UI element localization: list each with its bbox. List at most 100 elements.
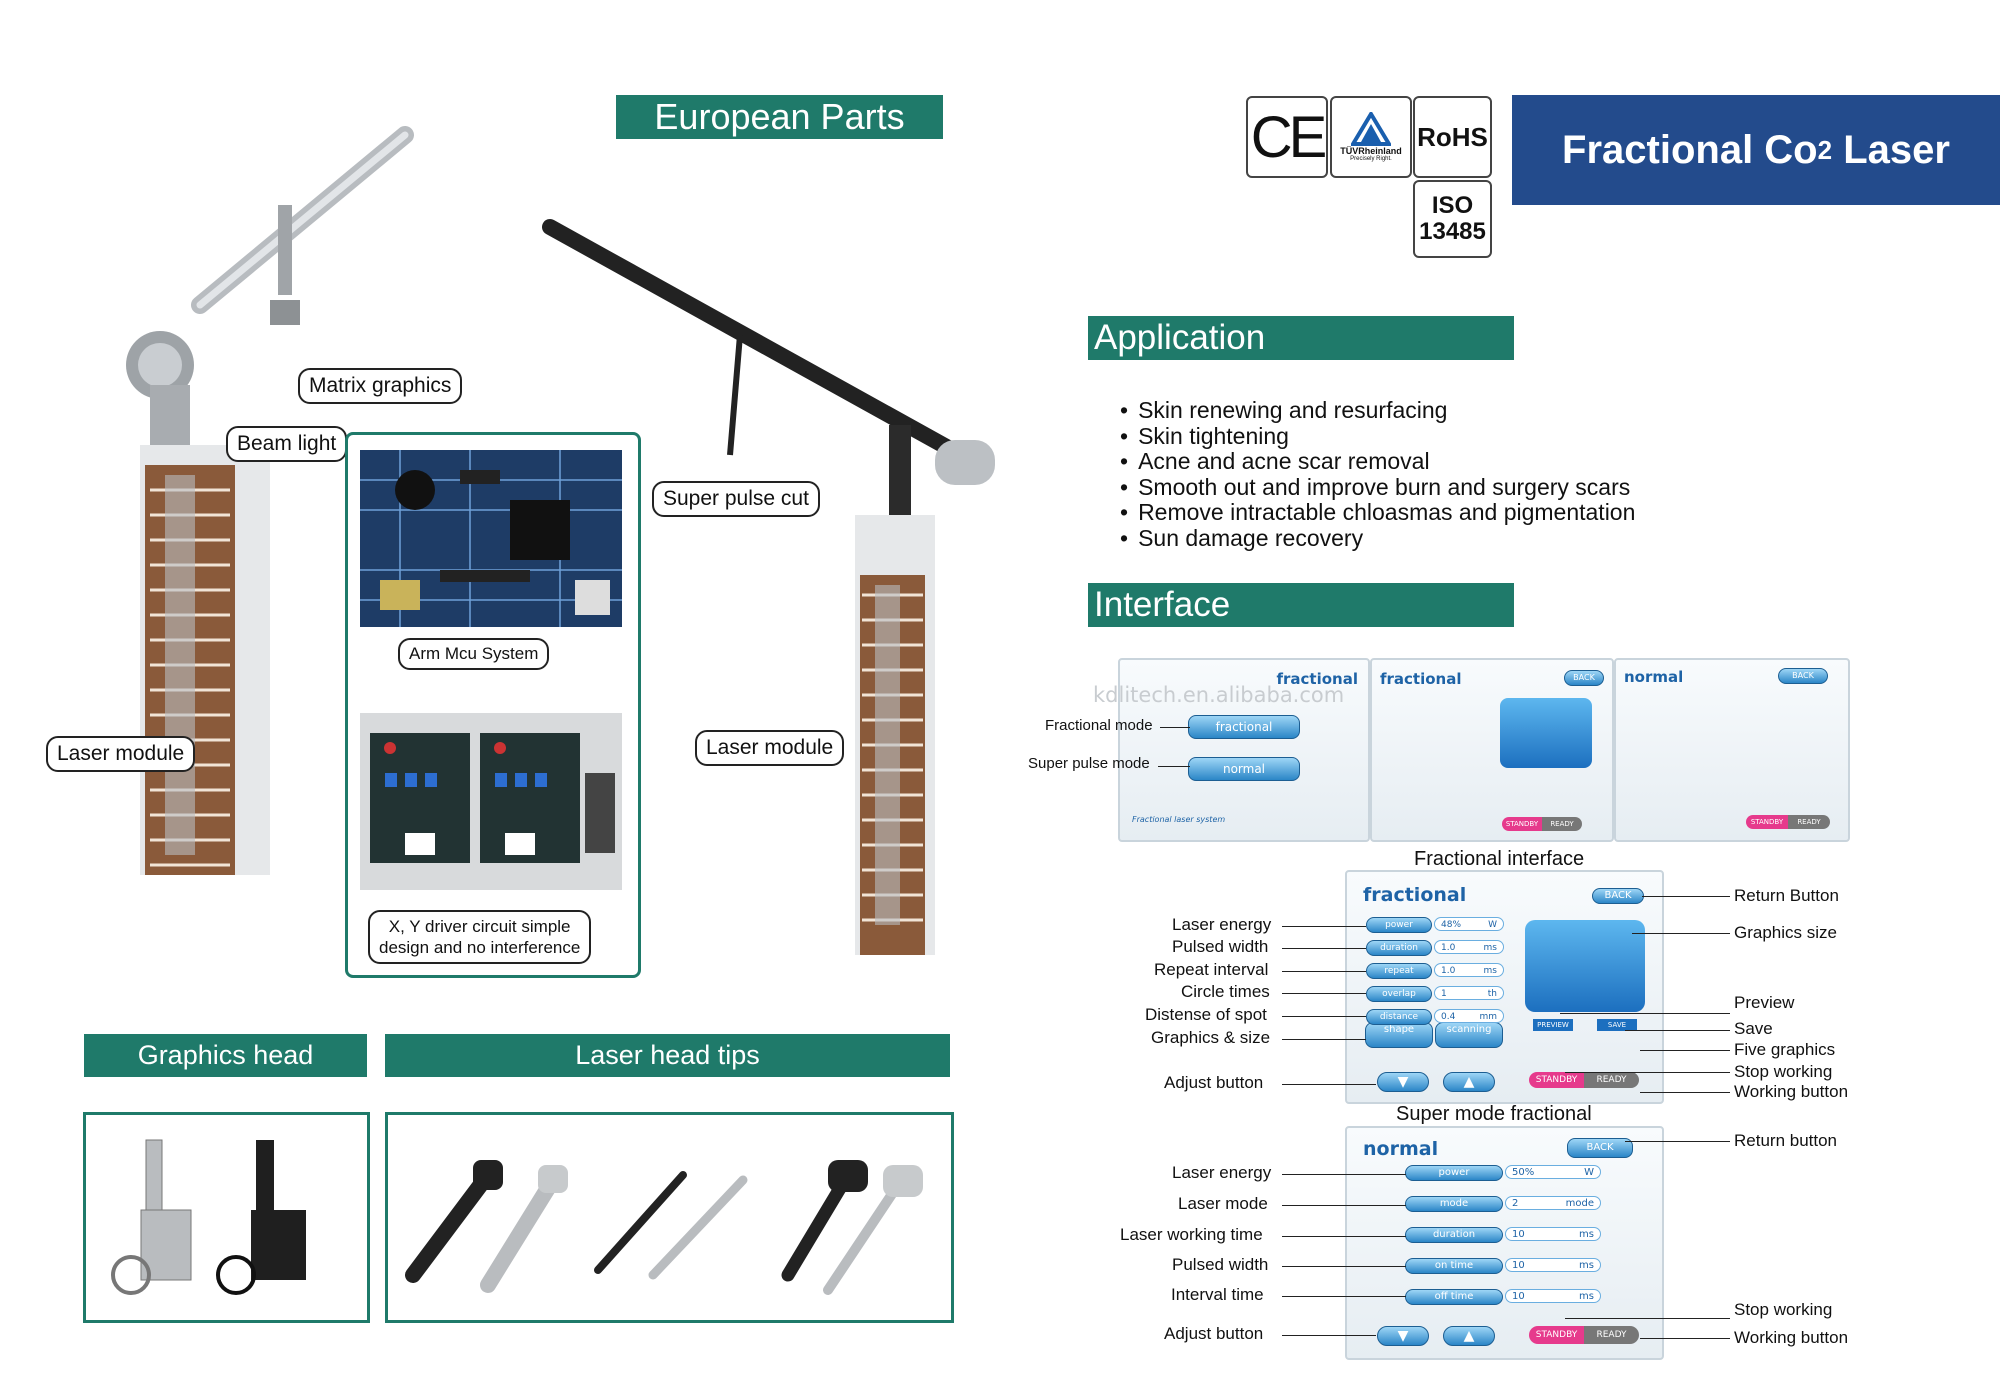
graphics-head-image [111, 1139, 306, 1295]
back-button[interactable]: BACK [1778, 668, 1828, 684]
product-title-subscript: 2 [1817, 134, 1833, 165]
param-button[interactable]: power [1405, 1165, 1503, 1181]
laser-mode-label: Laser mode [1178, 1194, 1268, 1213]
screen-title: fractional [1363, 884, 1467, 906]
preview-button[interactable]: PREVIEW [1533, 1019, 1573, 1031]
leader-line [1640, 1338, 1730, 1339]
back-button[interactable]: BACK [1567, 1138, 1633, 1158]
standby-button[interactable]: STANDBY [1529, 1326, 1584, 1344]
tuv-mark: TÜVRheinland Precisely Right. [1330, 96, 1412, 178]
ready-button[interactable]: READY [1584, 1326, 1639, 1344]
leader-line [1282, 1266, 1406, 1267]
adjust-down-button[interactable]: ▼ [1377, 1326, 1429, 1346]
param-unit: ms [1483, 966, 1497, 976]
leader-line [1640, 1050, 1730, 1051]
adjust-up-button[interactable]: ▲ [1443, 1072, 1495, 1092]
iso-text: ISO [1431, 192, 1474, 219]
fractional-mode-button[interactable]: fractional [1188, 715, 1300, 739]
interval-time-label: Interval time [1171, 1285, 1264, 1304]
matrix-graphics-callout: Matrix graphics [298, 368, 463, 404]
super-mode-screen: normal BACK ▼ ▲ STANDBY READY [1345, 1126, 1664, 1360]
standby-button[interactable]: STANDBY [1746, 815, 1788, 829]
standby-button[interactable]: STANDBY [1529, 1072, 1584, 1088]
back-button[interactable]: BACK [1564, 670, 1604, 686]
param-value-number: 1 [1441, 989, 1447, 999]
scanning-button[interactable]: scanning [1435, 1022, 1503, 1048]
normal-mode-button[interactable]: normal [1188, 757, 1300, 781]
five-graphics-label: Five graphics [1734, 1040, 1836, 1059]
tuv-triangle-icon [1351, 112, 1391, 146]
laser-energy-label: Laser energy [1172, 1163, 1272, 1182]
param-value-number: 48% [1441, 920, 1462, 930]
param-button[interactable]: duration [1366, 940, 1432, 956]
product-title: Fractional Co [1562, 127, 1818, 172]
leader-line [1282, 948, 1366, 949]
ready-button[interactable]: READY [1788, 815, 1830, 829]
leader-line [1282, 1084, 1376, 1085]
stop-working-label: Stop working [1734, 1062, 1833, 1081]
param-button[interactable]: on time [1405, 1258, 1503, 1274]
leader-line [1565, 1072, 1730, 1073]
application-item: Smooth out and improve burn and surgery … [1120, 474, 1635, 501]
rohs-mark: RoHS [1413, 96, 1492, 178]
param-value: 0.4 mm [1434, 1009, 1504, 1023]
circle-times-label: Circle times [1181, 982, 1270, 1001]
application-item: Sun damage recovery [1120, 525, 1635, 552]
fractional-mode-label: Fractional mode [1045, 717, 1153, 734]
laser-module-right-callout: Laser module [695, 730, 845, 766]
param-value-number: 2 [1512, 1198, 1519, 1209]
param-button[interactable]: power [1366, 917, 1432, 933]
graphics-size-right-label: Graphics size [1734, 923, 1837, 942]
back-button[interactable]: BACK [1592, 888, 1644, 904]
param-unit: mm [1479, 1012, 1497, 1022]
param-row: overlap 1 th [1366, 986, 1504, 1002]
ready-button[interactable]: READY [1542, 817, 1582, 831]
param-unit: th [1487, 989, 1497, 999]
european-parts-banner: European Parts [616, 95, 943, 139]
pulsed-width-label: Pulsed width [1172, 1255, 1269, 1274]
pulsed-width-label: Pulsed width [1172, 937, 1269, 956]
shape-button[interactable]: shape [1365, 1022, 1433, 1048]
param-value-number: 10 [1512, 1260, 1525, 1271]
normal-screen-small: normal BACK STANDBY READY [1614, 658, 1850, 842]
param-value-number: 0.4 [1441, 1012, 1456, 1022]
adjust-down-button[interactable]: ▼ [1377, 1072, 1429, 1092]
iso-number: 13485 [1419, 218, 1486, 245]
param-button[interactable]: off time [1405, 1289, 1503, 1305]
save-button[interactable]: SAVE [1597, 1019, 1637, 1031]
leader-line [1565, 1318, 1730, 1319]
param-button[interactable]: mode [1405, 1196, 1503, 1212]
param-value: 48%W [1434, 917, 1504, 931]
ready-button[interactable]: READY [1584, 1072, 1639, 1088]
leader-line [1642, 896, 1730, 897]
param-button[interactable]: distance [1366, 1009, 1432, 1025]
param-button[interactable]: overlap [1366, 986, 1432, 1002]
adjust-up-button[interactable]: ▲ [1443, 1326, 1495, 1346]
adjust-button-label: Adjust button [1164, 1324, 1264, 1343]
leader-line [1560, 1013, 1730, 1014]
param-unit: ms [1579, 1260, 1594, 1271]
return-button-label: Return Button [1734, 886, 1839, 905]
application-banner: Application [1088, 316, 1514, 360]
leader-line [1282, 1039, 1366, 1040]
leader-line [1640, 1092, 1730, 1093]
graphics-head-box [83, 1112, 370, 1323]
arm-mcu-pcb-photo [360, 450, 622, 627]
xy-driver-line-1: X, Y driver circuit simple [388, 917, 571, 936]
adjust-button-label: Adjust button [1164, 1073, 1264, 1092]
fractional-interface-caption: Fractional interface [1414, 848, 1585, 870]
param-button[interactable]: repeat [1366, 963, 1432, 979]
application-item: Remove intractable chloasmas and pigment… [1120, 499, 1635, 526]
laser-working-time-label: Laser working time [1120, 1225, 1263, 1244]
standby-button[interactable]: STANDBY [1502, 817, 1542, 831]
working-button-label: Working button [1734, 1328, 1849, 1347]
param-button[interactable]: duration [1405, 1227, 1503, 1243]
super-pulse-mode-label: Super pulse mode [1028, 755, 1150, 772]
